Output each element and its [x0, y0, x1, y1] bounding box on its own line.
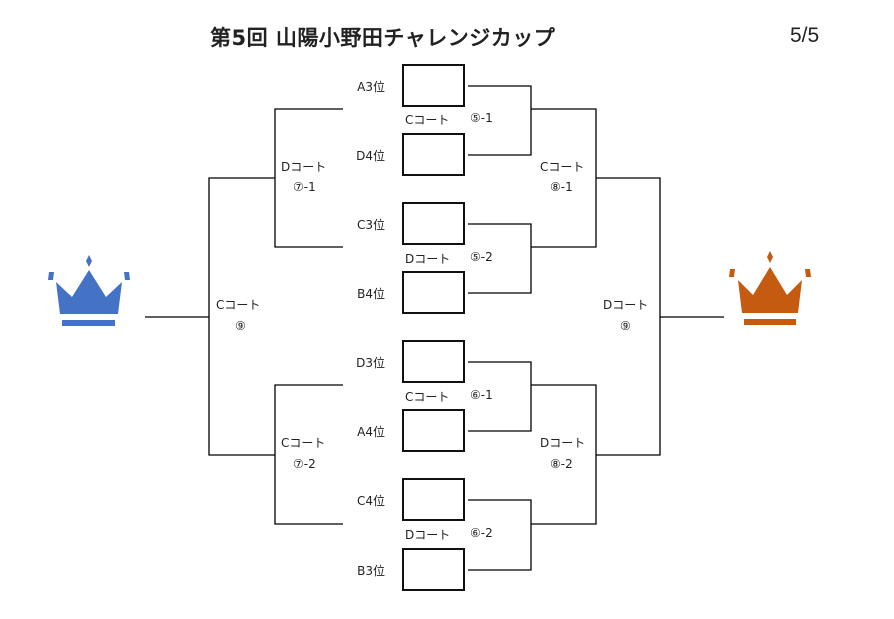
page-number: 5/5 — [790, 24, 820, 47]
match-6-2-court: Dコート — [405, 528, 451, 542]
team-slot-7 — [402, 478, 465, 521]
bracket-line-5-2 — [468, 223, 532, 294]
match-5-2-number: ⑤-2 — [470, 250, 493, 264]
team-slot-3 — [402, 202, 465, 245]
team-slot-5 — [402, 340, 465, 383]
bracket-line-6-2 — [468, 499, 532, 571]
match-7-2-number: ⑦-2 — [293, 457, 316, 471]
seed-label-1: A3位 — [357, 80, 385, 94]
team-slot-6 — [402, 409, 465, 452]
match-8-2-number: ⑧-2 — [550, 457, 573, 471]
seed-label-2: D4位 — [356, 149, 385, 163]
match-9-right-number: ⑨ — [620, 319, 631, 333]
seed-label-6: A4位 — [357, 425, 385, 439]
team-slot-1 — [402, 64, 465, 107]
bracket-line-7-2 — [274, 384, 343, 525]
bracket-line-7-1 — [274, 108, 343, 248]
match-5-1-number: ⑤-1 — [470, 111, 493, 125]
match-9-left-number: ⑨ — [235, 319, 246, 333]
seed-label-4: B4位 — [357, 287, 385, 301]
match-6-2-number: ⑥-2 — [470, 526, 493, 540]
match-7-1-number: ⑦-1 — [293, 180, 316, 194]
match-7-1-court: Dコート — [281, 160, 327, 174]
seed-label-8: B3位 — [357, 564, 385, 578]
match-6-1-number: ⑥-1 — [470, 388, 493, 402]
match-5-1-court: Cコート — [405, 113, 450, 127]
team-slot-2 — [402, 133, 465, 176]
match-8-1-court: Cコート — [540, 160, 585, 174]
match-6-1-court: Cコート — [405, 390, 450, 404]
seed-label-3: C3位 — [356, 218, 385, 232]
match-9-left-court: Cコート — [216, 298, 261, 312]
match-9-right-court: Dコート — [603, 298, 649, 312]
seed-label-7: C4位 — [356, 494, 385, 508]
match-8-1-number: ⑧-1 — [550, 180, 573, 194]
bracket-line-8-2 — [531, 384, 597, 525]
page-title: 第5回 山陽小野田チャレンジカップ — [210, 26, 556, 50]
bracket-line-6-1 — [468, 361, 532, 432]
crown-icon-left — [48, 255, 130, 326]
team-slot-8 — [402, 548, 465, 591]
team-slot-4 — [402, 271, 465, 314]
match-8-2-court: Dコート — [540, 436, 586, 450]
bracket-line-9-right — [596, 177, 661, 456]
bracket-line-9-left — [208, 177, 275, 456]
match-7-2-court: Cコート — [281, 436, 326, 450]
bracket-line-8-1 — [531, 108, 597, 248]
seed-label-5: D3位 — [356, 356, 385, 370]
crown-icon-right — [729, 251, 811, 325]
bracket-line-5-1 — [468, 85, 532, 156]
match-5-2-court: Dコート — [405, 252, 451, 266]
